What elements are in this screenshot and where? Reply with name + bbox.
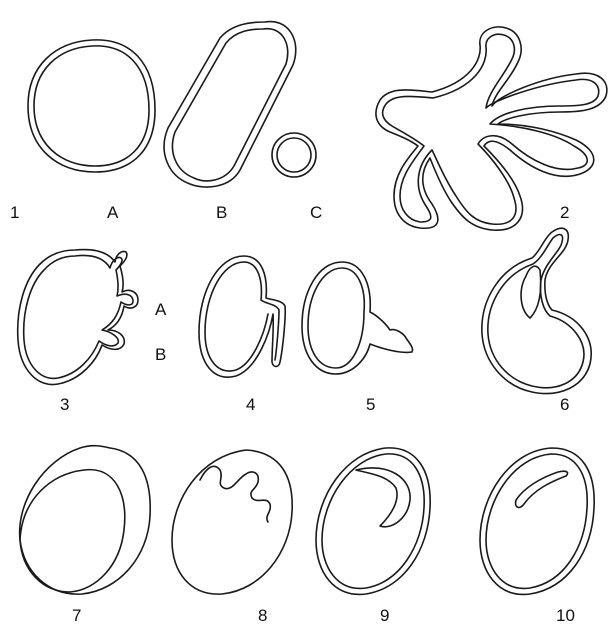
label-8: 8 bbox=[258, 606, 267, 625]
label-2: 2 bbox=[560, 203, 569, 222]
figure-1c-small-vesicle bbox=[272, 133, 316, 177]
label-1: 1 bbox=[10, 203, 19, 222]
label-3: 3 bbox=[60, 395, 69, 414]
figure-6-vesicle-with-invagination bbox=[482, 228, 591, 393]
figure-4-vesicle-with-fold bbox=[199, 256, 285, 377]
figure-3-vesicle-with-buds bbox=[18, 250, 138, 385]
figure-9-vesicle-with-inner-fold bbox=[316, 448, 430, 595]
figure-2-starfish-shape bbox=[376, 27, 607, 230]
label-10: 10 bbox=[556, 606, 575, 625]
figure-5-vesicle-with-protrusion bbox=[302, 262, 413, 374]
label-1a: A bbox=[107, 203, 119, 222]
label-7: 7 bbox=[72, 606, 81, 625]
label-6: 6 bbox=[560, 395, 569, 414]
figure-1b-elongated-vesicle bbox=[164, 22, 296, 188]
label-5: 5 bbox=[366, 395, 375, 414]
label-9: 9 bbox=[380, 606, 389, 625]
figure-1a-round-vesicle bbox=[28, 40, 155, 172]
label-1b: B bbox=[216, 203, 227, 222]
label-3a: A bbox=[155, 300, 167, 319]
figure-10-vesicle-with-inner-membrane bbox=[480, 448, 594, 594]
label-1c: C bbox=[310, 203, 322, 222]
label-3b: B bbox=[155, 345, 166, 364]
figure-8-vesicle-with-ruffles bbox=[172, 450, 292, 594]
figure-7-vesicle-pair bbox=[20, 446, 151, 594]
label-4: 4 bbox=[246, 395, 255, 414]
